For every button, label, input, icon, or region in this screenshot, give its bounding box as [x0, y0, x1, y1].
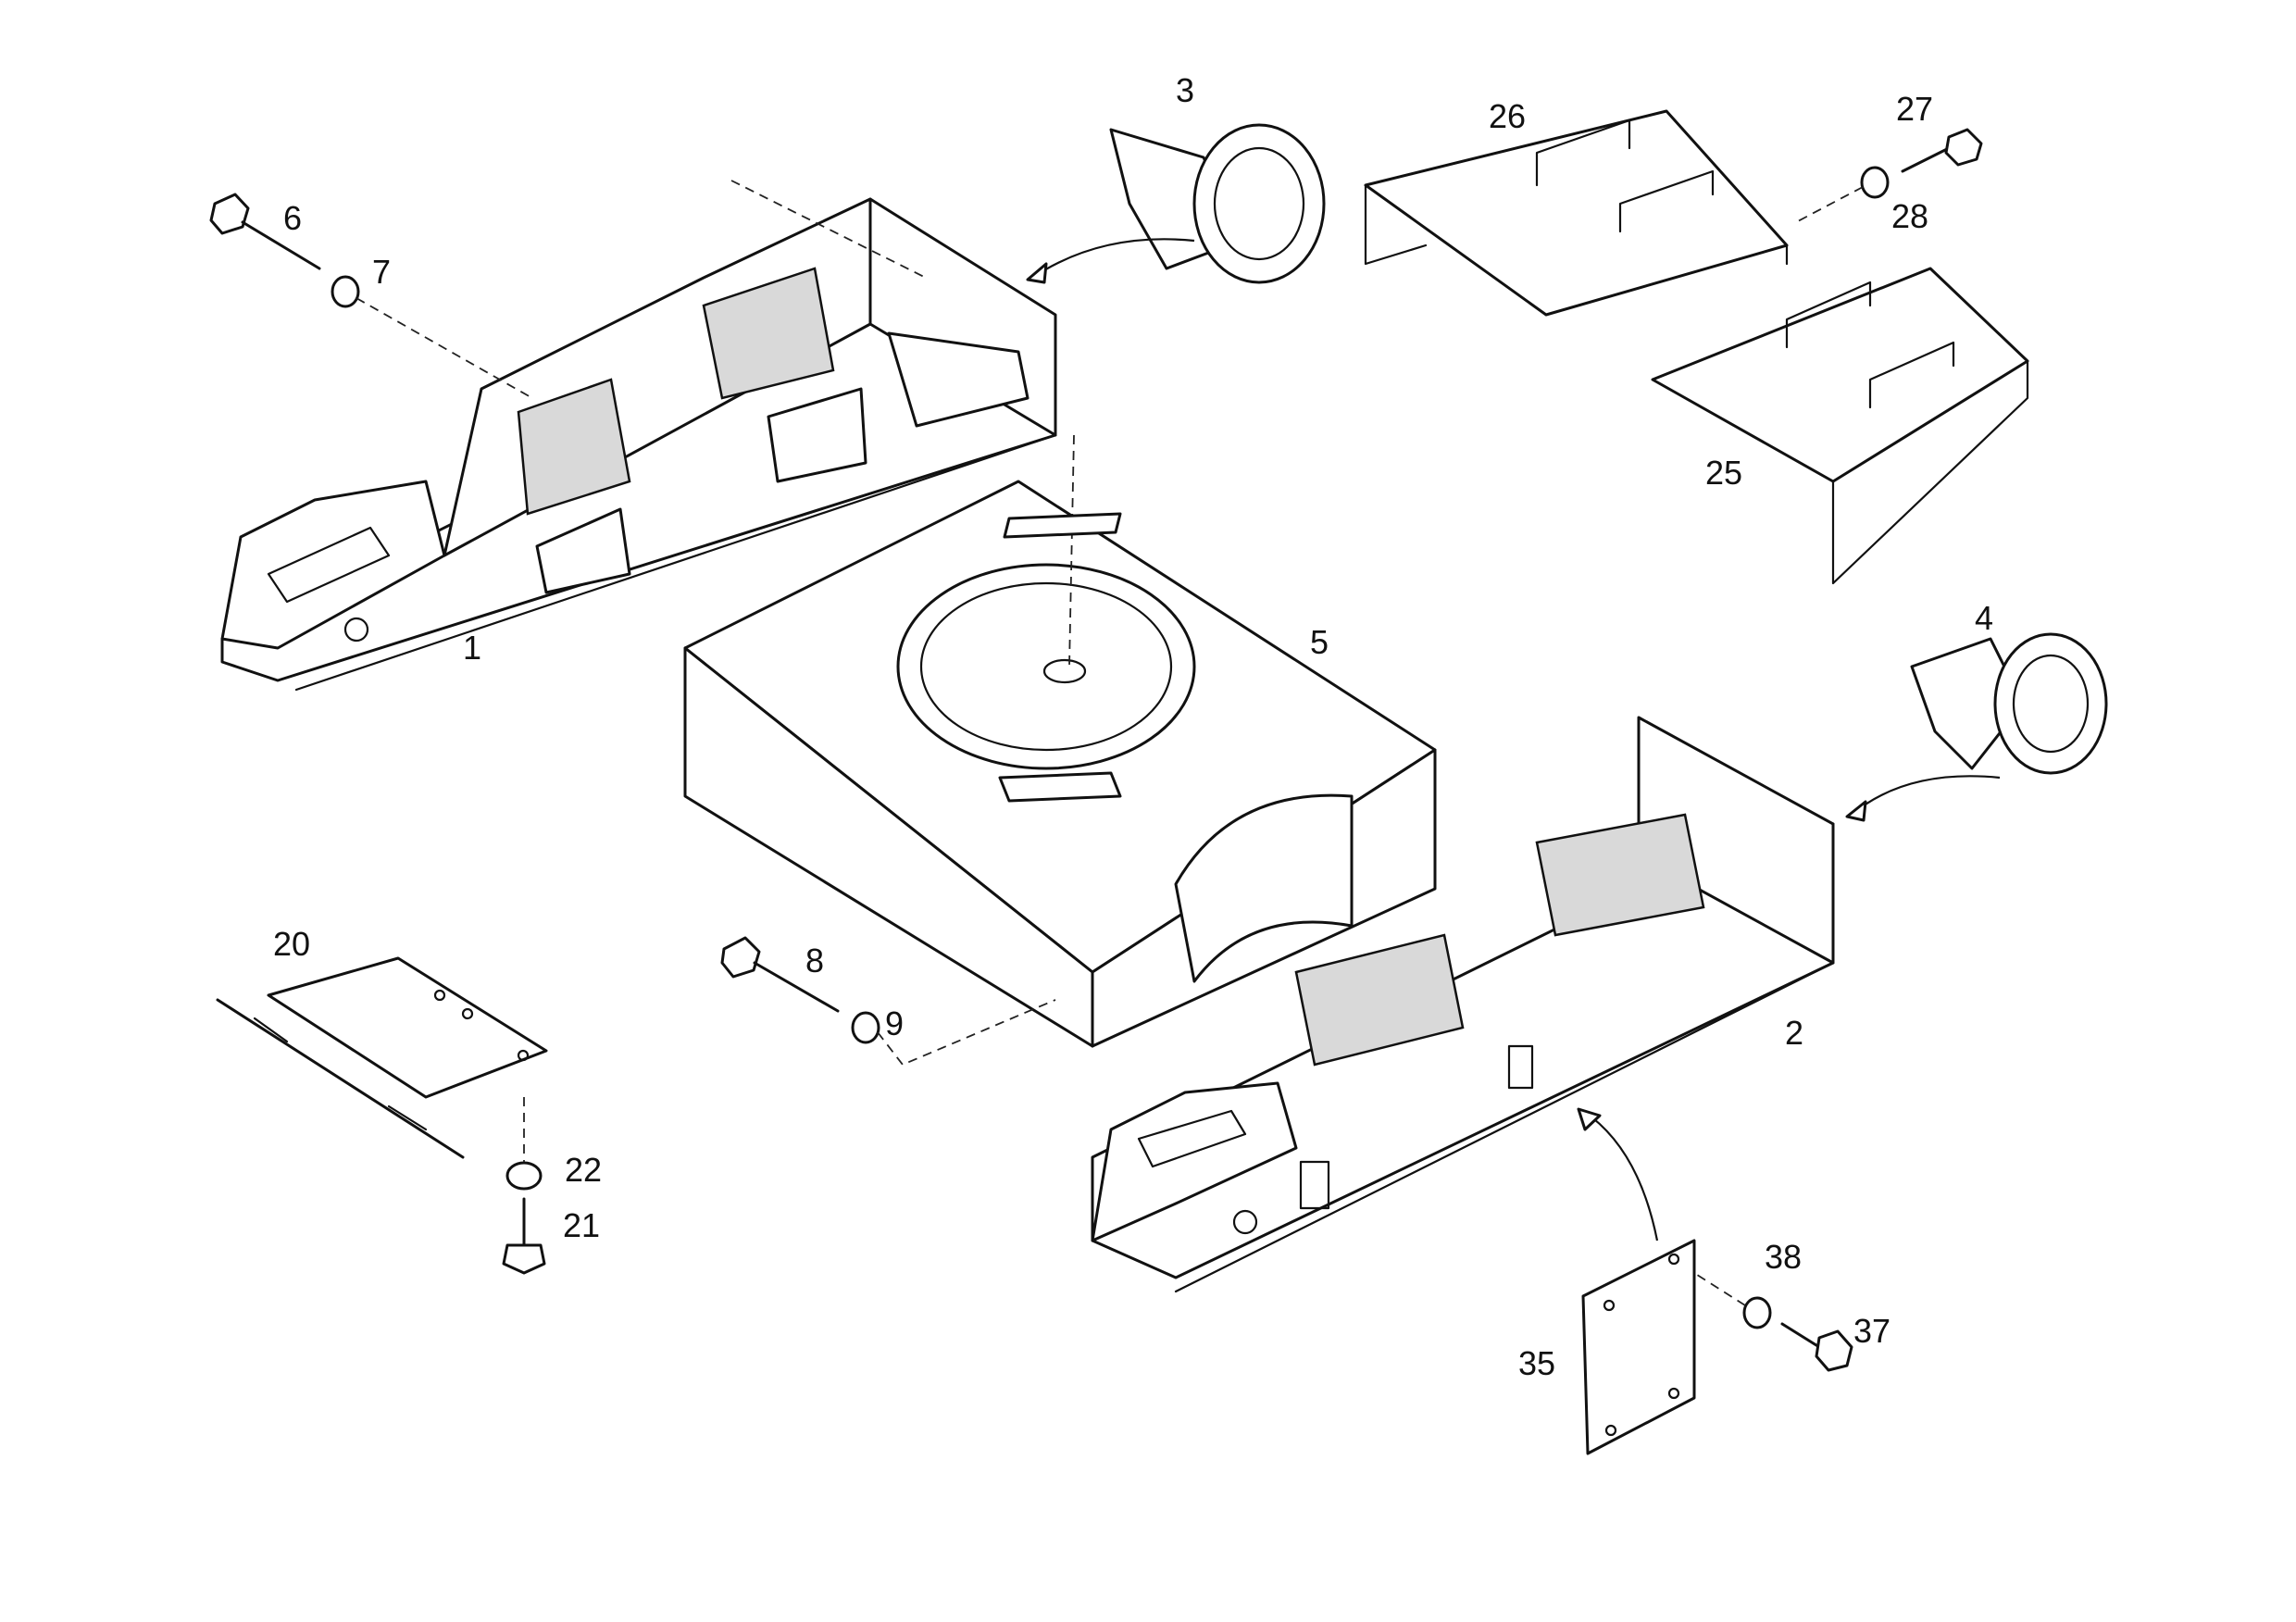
callout-35: 35 [1518, 1344, 1555, 1382]
bolt-6 [209, 193, 321, 270]
left-track-frame [220, 197, 1057, 692]
bolt-8 [720, 936, 840, 1013]
assembly-leader-lines [356, 180, 1864, 1306]
washer-9 [851, 1011, 880, 1044]
washer-28 [1860, 166, 1890, 199]
callout-38: 38 [1765, 1238, 1802, 1276]
callout-2: 2 [1785, 1014, 1803, 1052]
bolt-27 [1901, 128, 1983, 173]
callout-5: 5 [1310, 623, 1329, 661]
right-hose-guide [1845, 632, 2108, 822]
washer-7 [331, 275, 360, 308]
callout-26: 26 [1489, 97, 1526, 135]
callout-27: 27 [1896, 90, 1933, 128]
callout-1: 1 [463, 629, 481, 667]
callout-25: 25 [1705, 454, 1742, 492]
right-track-frame [1091, 716, 1835, 1293]
washer-38 [1742, 1296, 1772, 1329]
callout-6: 6 [283, 199, 302, 237]
callout-3: 3 [1176, 71, 1194, 109]
cover-plate-upper [1364, 109, 1789, 317]
callout-9: 9 [885, 1004, 904, 1042]
callout-7: 7 [372, 253, 391, 291]
center-carbody [683, 434, 1437, 1048]
washer-22 [505, 1161, 543, 1191]
bolt-37 [1780, 1322, 1853, 1372]
callout-37: 37 [1853, 1312, 1890, 1350]
callout-8: 8 [805, 942, 824, 979]
callout-21: 21 [563, 1206, 600, 1244]
left-hose-guide [1026, 123, 1326, 284]
bolt-21 [502, 1197, 546, 1275]
callout-20: 20 [273, 925, 310, 963]
callout-22: 22 [565, 1151, 602, 1189]
bottom-plate [216, 956, 548, 1159]
callout-28: 28 [1891, 197, 1928, 235]
callout-4: 4 [1975, 599, 1993, 637]
cover-plate-lower [1651, 267, 2029, 585]
small-cover-plate [1581, 1239, 1696, 1455]
